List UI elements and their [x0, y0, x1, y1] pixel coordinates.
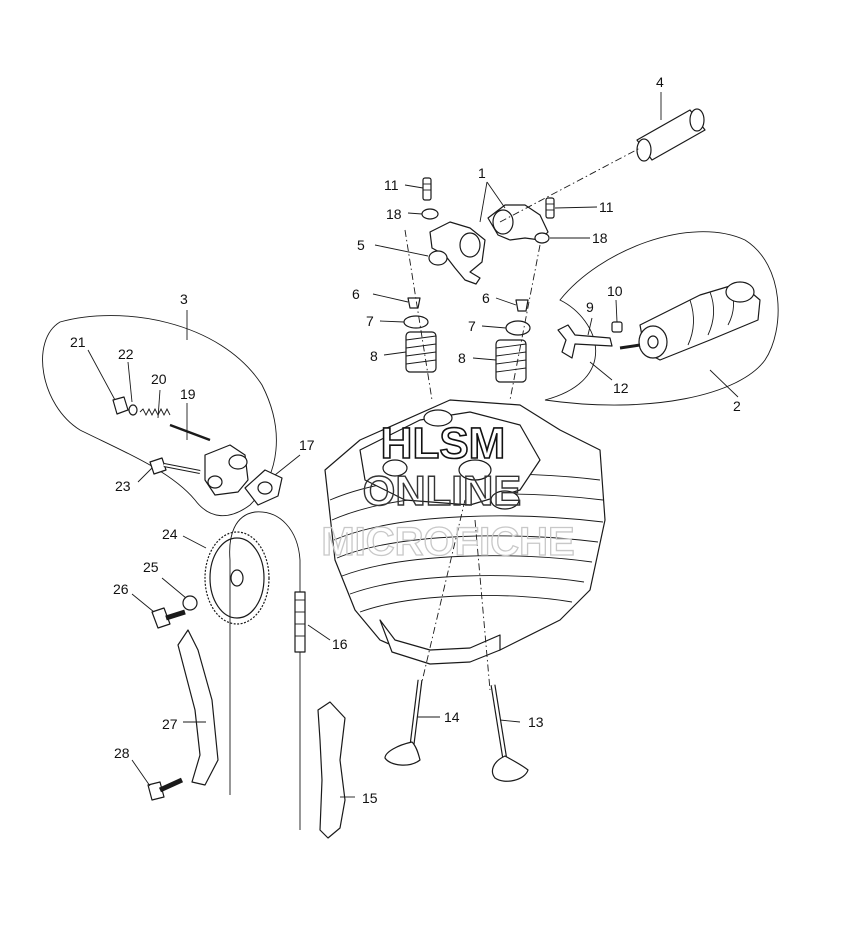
watermark-line-1: HLSM — [381, 419, 506, 468]
camshaft — [638, 281, 761, 361]
callout-27: 27 — [162, 716, 178, 732]
callout-10: 10 — [607, 283, 623, 299]
callout-15: 15 — [362, 790, 378, 806]
bolt-23 — [149, 457, 201, 475]
spring-retainer-right — [505, 320, 531, 336]
callout-2: 2 — [733, 398, 741, 414]
tensioner-spring — [139, 407, 171, 417]
chain-guide-27 — [177, 629, 219, 786]
valve-keeper-right — [515, 299, 529, 312]
callout-25: 25 — [143, 559, 159, 575]
callout-22: 22 — [118, 346, 134, 362]
o-ring-22 — [128, 404, 138, 416]
bolt-28 — [147, 777, 184, 801]
callout-12: 12 — [613, 380, 629, 396]
watermark: HLSM ONLINE MICROFICHE — [321, 418, 576, 564]
washer-25 — [182, 595, 198, 611]
callout-8: 8 — [370, 348, 378, 364]
callout-8b: 8 — [458, 350, 466, 366]
callout-14: 14 — [444, 709, 460, 725]
callout-19: 19 — [180, 386, 196, 402]
callout-13: 13 — [528, 714, 544, 730]
bolt-26 — [151, 607, 186, 629]
callout-11: 11 — [384, 177, 399, 193]
callout-3: 3 — [180, 291, 188, 307]
washer-5 — [428, 250, 448, 266]
chain-guide-15 — [317, 701, 346, 839]
callout-9: 9 — [586, 299, 594, 315]
spring-retainer-left — [403, 315, 429, 329]
group-outline-2 — [544, 231, 779, 406]
watermark-line-3: MICROFICHE — [321, 520, 574, 564]
rocker-arm-right — [487, 204, 549, 241]
cap-bolt-21 — [112, 396, 129, 415]
valve-spring-left — [405, 331, 437, 373]
adjuster-screw-right — [545, 197, 555, 219]
cam-sprocket — [204, 531, 270, 625]
callout-4: 4 — [656, 74, 664, 90]
decompressor-lever — [557, 324, 613, 359]
adjuster-screw-left — [422, 177, 432, 201]
valve-14 — [384, 679, 423, 766]
callout-18b: 18 — [592, 230, 608, 246]
callout-20: 20 — [151, 371, 167, 387]
gasket-17 — [244, 469, 283, 506]
cylinder-head — [324, 399, 606, 665]
callout-21: 21 — [70, 334, 86, 350]
valve-spring-right — [495, 339, 527, 383]
valve-13 — [490, 684, 529, 782]
locknut-right — [534, 232, 550, 244]
locknut-left — [421, 208, 439, 220]
callout-17: 17 — [299, 437, 315, 453]
valve-keeper-left — [407, 297, 421, 309]
decompressor-spring — [611, 321, 623, 333]
callout-26: 26 — [113, 581, 129, 597]
callout-28: 28 — [114, 745, 130, 761]
callout-16: 16 — [332, 636, 348, 652]
callout-5: 5 — [357, 237, 365, 253]
callout-6: 6 — [352, 286, 360, 302]
callout-6b: 6 — [482, 290, 490, 306]
tensioner-body — [204, 444, 249, 496]
rocker-shaft — [636, 108, 706, 162]
callout-labels: 1 2 3 4 5 6 6 7 7 8 8 9 10 11 11 12 13 1… — [70, 74, 741, 806]
callout-23: 23 — [115, 478, 131, 494]
chain-links — [294, 591, 306, 653]
cam-chain — [229, 511, 301, 830]
tensioner-rod — [169, 423, 211, 442]
callout-18: 18 — [386, 206, 402, 222]
callout-24: 24 — [162, 526, 178, 542]
callout-11b: 11 — [599, 199, 614, 215]
leader-lines — [87, 92, 739, 798]
watermark-line-2: ONLINE — [363, 467, 522, 514]
callout-1: 1 — [478, 165, 486, 181]
group-outline-3 — [42, 315, 277, 517]
callout-7b: 7 — [468, 318, 476, 334]
callout-7: 7 — [366, 313, 374, 329]
